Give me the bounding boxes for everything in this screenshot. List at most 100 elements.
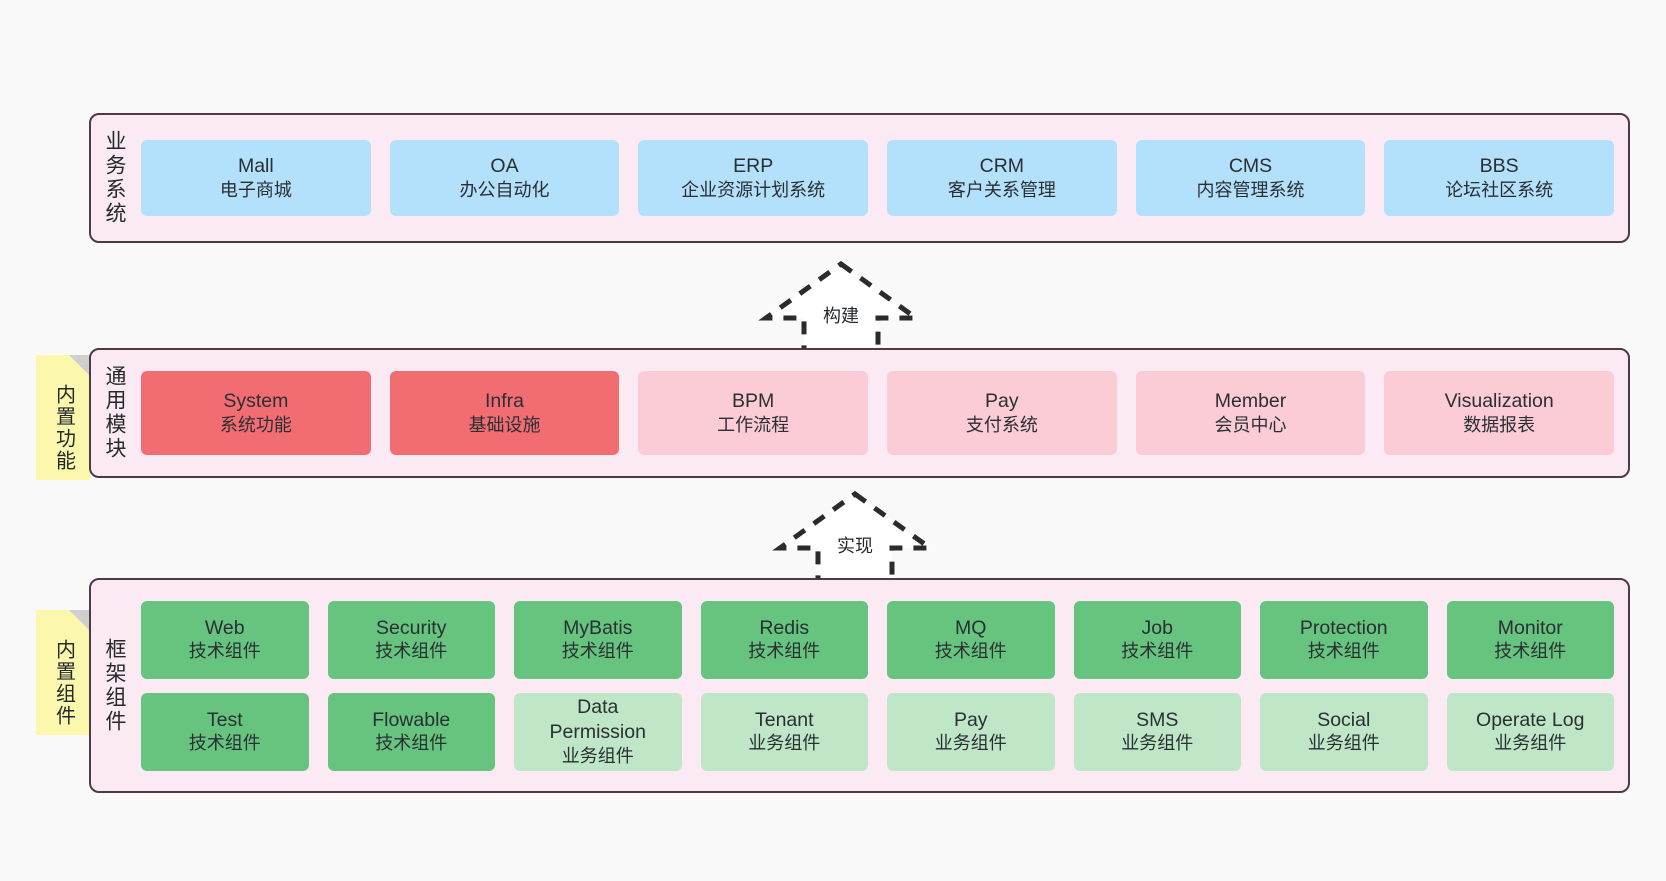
sticky-fold-corner-icon: [69, 610, 90, 631]
framework-card-protection-name: Protection: [1299, 616, 1388, 639]
business-card-oa-name: OA: [490, 155, 519, 177]
framework-card-flowable[interactable]: Flowable 技术组件: [327, 692, 495, 771]
framework-card-job-name: Job: [1141, 616, 1173, 639]
business-card-oa-desc: 办公自动化: [459, 179, 550, 200]
framework-card-tenant-name: Tenant: [754, 708, 814, 731]
framework-card-pay[interactable]: Pay 业务组件: [887, 692, 1055, 771]
framework-card-data-permission-name: Data: [577, 696, 619, 719]
framework-card-protection[interactable]: Protection 技术组件: [1260, 600, 1428, 679]
business-card-mall[interactable]: Mall 电子商城: [141, 140, 371, 216]
framework-card-protection-desc: 技术组件: [1307, 641, 1380, 662]
module-card-infra-desc: 基础设施: [468, 414, 541, 435]
framework-card-data-permission-desc: 业务组件: [561, 745, 634, 766]
framework-card-operate-log-desc: 业务组件: [1494, 733, 1567, 754]
framework-card-mybatis-desc: 技术组件: [561, 641, 634, 662]
sticky-note-builtin-function-label: 内置功能: [52, 383, 75, 472]
layer-framework-components-body: Web 技术组件 Security 技术组件 MyBatis 技术组件 Redi…: [137, 580, 1628, 791]
layer-framework-components-title: 框架组件: [103, 637, 127, 734]
framework-card-redis-desc: 技术组件: [748, 641, 821, 662]
layer-business-system-title: 业务系统: [103, 130, 127, 226]
business-card-cms[interactable]: CMS 内容管理系统: [1135, 140, 1366, 216]
layer-common-modules-title: 通用模块: [103, 365, 127, 461]
framework-card-tenant[interactable]: Tenant 业务组件: [700, 692, 868, 771]
framework-card-test-desc: 技术组件: [188, 733, 261, 754]
framework-card-flowable-name: Flowable: [372, 708, 451, 731]
module-card-visualization-name: Visualization: [1444, 390, 1554, 412]
business-card-bbs-name: BBS: [1479, 155, 1519, 177]
framework-card-web[interactable]: Web 技术组件: [141, 600, 309, 679]
sticky-fold-corner-icon: [69, 355, 90, 376]
framework-card-data-permission-name2: Permission: [549, 720, 646, 743]
framework-card-pay-desc: 业务组件: [934, 733, 1007, 754]
module-card-member[interactable]: Member 会员中心: [1135, 371, 1366, 455]
business-card-erp-desc: 企业资源计划系统: [681, 179, 826, 200]
business-card-mall-name: Mall: [237, 155, 274, 177]
module-card-member-desc: 会员中心: [1214, 414, 1287, 435]
module-card-member-name: Member: [1214, 390, 1287, 412]
framework-card-mq[interactable]: MQ 技术组件: [887, 600, 1055, 679]
sticky-note-builtin-component: 内置组件: [36, 610, 90, 735]
framework-card-web-name: Web: [204, 616, 245, 639]
module-card-pay[interactable]: Pay 支付系统: [887, 371, 1117, 455]
framework-card-monitor[interactable]: Monitor 技术组件: [1446, 600, 1614, 679]
framework-card-flowable-desc: 技术组件: [375, 733, 448, 754]
business-card-oa[interactable]: OA 办公自动化: [389, 140, 620, 216]
framework-card-operate-log-name: Operate Log: [1476, 708, 1585, 731]
layer-common-modules-body: System 系统功能 Infra 基础设施 BPM 工作流程 Pay 支付系统…: [137, 350, 1628, 476]
framework-card-test[interactable]: Test 技术组件: [141, 692, 309, 771]
module-card-visualization[interactable]: Visualization 数据报表: [1384, 371, 1615, 455]
module-card-pay-name: Pay: [985, 390, 1019, 412]
framework-card-job-desc: 技术组件: [1121, 641, 1194, 662]
framework-card-sms-name: SMS: [1136, 708, 1179, 731]
business-card-crm-name: CRM: [979, 155, 1025, 177]
business-card-cms-desc: 内容管理系统: [1196, 179, 1305, 200]
framework-card-job[interactable]: Job 技术组件: [1073, 600, 1241, 679]
sticky-note-builtin-function: 内置功能: [36, 355, 90, 480]
connector-implement-arrow-icon: [772, 490, 938, 588]
framework-card-security-desc: 技术组件: [375, 641, 448, 662]
framework-card-monitor-desc: 技术组件: [1494, 641, 1567, 662]
module-card-infra-name: Infra: [484, 390, 525, 412]
layer-business-system: 业务系统 Mall 电子商城 OA 办公自动化 ERP 企业资源计划系统 CRM…: [89, 113, 1630, 243]
sticky-note-builtin-component-label: 内置组件: [52, 638, 75, 727]
framework-card-test-name: Test: [206, 708, 243, 731]
layer-framework-components: 框架组件 Web 技术组件 Security 技术组件 MyBatis 技术组件…: [89, 578, 1630, 793]
business-card-erp[interactable]: ERP 企业资源计划系统: [638, 140, 869, 216]
connector-implement-arrow: 实现: [770, 488, 940, 588]
framework-card-tenant-desc: 业务组件: [748, 733, 821, 754]
business-card-crm-desc: 客户关系管理: [947, 179, 1056, 200]
framework-card-sms[interactable]: SMS 业务组件: [1073, 692, 1241, 771]
connector-build-label: 构建: [823, 306, 859, 326]
business-card-crm[interactable]: CRM 客户关系管理: [887, 140, 1117, 216]
framework-card-mybatis-name: MyBatis: [563, 616, 633, 639]
business-card-bbs[interactable]: BBS 论坛社区系统: [1384, 140, 1615, 216]
framework-card-mq-name: MQ: [955, 616, 987, 639]
framework-card-social-name: Social: [1317, 708, 1371, 731]
business-system-row: Mall 电子商城 OA 办公自动化 ERP 企业资源计划系统 CRM 客户关系…: [141, 140, 1615, 216]
business-card-mall-desc: 电子商城: [219, 179, 292, 200]
framework-card-redis[interactable]: Redis 技术组件: [700, 600, 868, 679]
connector-build-arrow-icon: [758, 260, 924, 358]
connector-implement-label: 实现: [837, 536, 873, 556]
framework-card-web-desc: 技术组件: [188, 641, 261, 662]
framework-card-monitor-name: Monitor: [1497, 616, 1563, 639]
framework-tech-row: Web 技术组件 Security 技术组件 MyBatis 技术组件 Redi…: [141, 600, 1614, 679]
framework-card-social[interactable]: Social 业务组件: [1260, 692, 1428, 771]
framework-card-data-permission[interactable]: Data Permission 业务组件: [514, 692, 682, 771]
module-card-infra[interactable]: Infra 基础设施: [389, 371, 620, 455]
business-card-erp-name: ERP: [733, 155, 774, 177]
module-card-system-name: System: [223, 390, 289, 412]
framework-card-security[interactable]: Security 技术组件: [327, 600, 495, 679]
framework-card-redis-name: Redis: [759, 616, 810, 639]
module-card-system[interactable]: System 系统功能: [141, 371, 371, 455]
framework-card-operate-log[interactable]: Operate Log 业务组件: [1446, 692, 1614, 771]
module-card-bpm-desc: 工作流程: [717, 414, 790, 435]
common-modules-row: System 系统功能 Infra 基础设施 BPM 工作流程 Pay 支付系统…: [141, 371, 1615, 455]
framework-card-mybatis[interactable]: MyBatis 技术组件: [514, 600, 682, 679]
framework-business-row: Test 技术组件 Flowable 技术组件 Data Permission …: [141, 692, 1614, 771]
module-card-bpm[interactable]: BPM 工作流程: [638, 371, 869, 455]
module-card-bpm-name: BPM: [732, 390, 775, 412]
module-card-pay-desc: 支付系统: [965, 414, 1038, 435]
business-card-bbs-desc: 论坛社区系统: [1445, 179, 1554, 200]
